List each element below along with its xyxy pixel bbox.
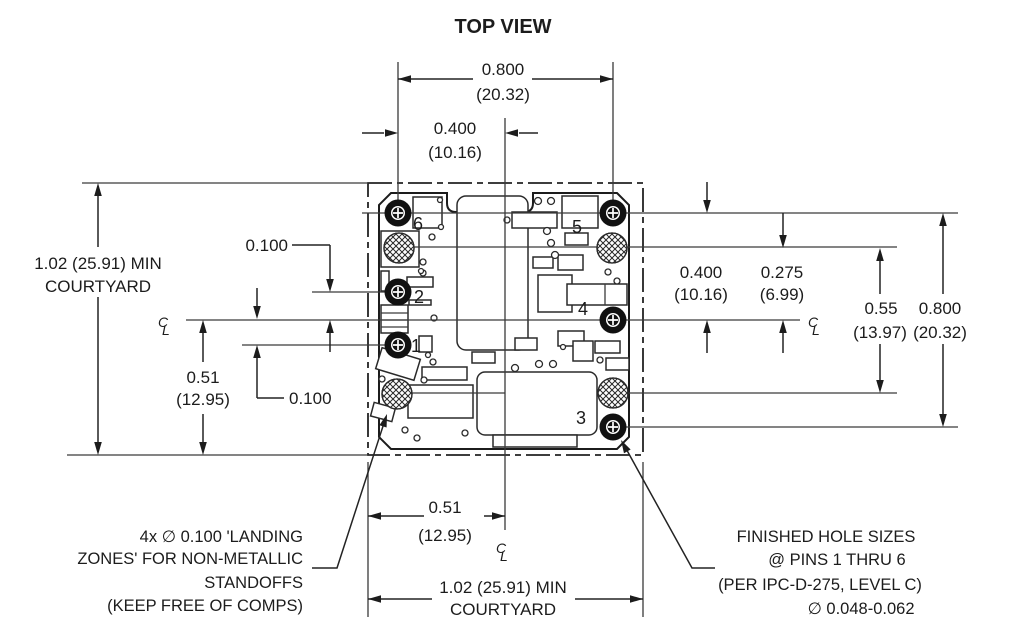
dim-label-mm: (10.16) [428,143,482,162]
dim-label: COURTYARD [450,600,556,619]
dim-right-landing-span: 0.55 (13.97) [853,248,907,393]
component [511,211,558,229]
component [557,254,584,271]
component [561,195,599,229]
pad-pin3 [599,413,627,441]
dim-top-width: 0.800 (20.32) [398,60,613,104]
dim-pin2-offset: 0.100 [245,236,334,352]
pin-label-4: 4 [578,299,588,319]
dim-label: 0.800 [919,299,962,318]
component [605,357,630,371]
pin-label-5: 5 [572,217,582,237]
svg-text:L: L [500,548,508,564]
pad-pin5 [599,199,627,227]
pad-pin1 [384,331,412,359]
dim-left-half: 0.51 (12.95) [176,320,230,455]
pin-label-6: 6 [413,214,423,234]
svg-text:C: C [158,314,169,330]
dim-label: 1.02 (25.91) MIN [439,578,567,597]
pad-group [384,199,627,441]
component [421,366,468,381]
dim-label-mm: (13.97) [853,323,907,342]
leader-hole-sizes [617,438,715,569]
dim-bottom-half: 0.51 (12.95) [368,498,505,545]
note-line: FINISHED HOLE SIZES [737,528,916,546]
dim-right-pin-row: 0.400 (10.16) [674,182,728,353]
dim-label-mm: (10.16) [674,285,728,304]
component [566,283,628,306]
landing-zone-circle [597,377,629,409]
page-title: TOP VIEW [454,16,551,38]
pin-label-3: 3 [576,408,586,428]
component-stacked [380,304,409,334]
dim-label: 0.51 [428,498,461,517]
dim-right-pin-span: 0.800 (20.32) [913,213,967,427]
note-line: STANDOFFS [204,574,303,592]
dim-label: 0.100 [245,236,288,255]
component [532,256,554,269]
pin-labels: 6 5 2 1 4 3 [411,214,588,428]
centerline-icon: C L [158,314,170,338]
component [572,340,594,362]
dim-label-mm: (20.32) [476,85,530,104]
landing-zone-circle [596,232,628,264]
component [407,384,474,419]
component [492,434,578,448]
dim-label: 0.400 [434,119,477,138]
pad-pin4 [599,306,627,334]
dim-label: 0.800 [482,60,525,79]
dim-label: 0.55 [864,299,897,318]
via-group [378,196,621,442]
pin-label-2: 2 [414,287,424,307]
note-line: (KEEP FREE OF COMPS) [107,597,303,615]
dim-pin1-offset: 0.100 [253,288,332,408]
note-landing-zones: 4x ∅ 0.100 'LANDING ZONES' FOR NON-METAL… [77,528,303,615]
component [514,337,538,351]
extension-lines [67,62,958,617]
svg-text:C: C [496,540,507,556]
pin-label-1: 1 [411,336,421,356]
component [408,299,432,306]
note-line: @ PINS 1 THRU 6 [768,551,905,569]
component [406,276,434,288]
dim-bottom-courtyard: 1.02 (25.91) MIN COURTYARD [368,578,643,619]
centerline-icon: C L [808,314,820,338]
pad-pin2 [384,278,412,306]
dim-left-courtyard: 1.02 (25.91) MIN COURTYARD [34,183,162,455]
dim-label: 0.100 [289,389,332,408]
note-line: ZONES' FOR NON-METALLIC [77,550,303,568]
svg-text:C: C [808,314,819,330]
dim-top-half: 0.400 (10.16) [362,119,538,162]
component [564,232,589,246]
leader-landing-zones [312,412,391,569]
dim-right-landing-row: 0.275 (6.99) [760,213,804,353]
note-line: 4x ∅ 0.100 'LANDING [140,528,303,546]
component [594,340,621,354]
centerline-icon: C L [496,540,508,564]
dim-label-mm: (20.32) [913,323,967,342]
dim-label: 0.51 [186,368,219,387]
component [471,351,496,364]
note-line: ∅ 0.048-0.062 [807,600,914,618]
note-line: (PER IPC-D-275, LEVEL C) [718,576,922,594]
landing-zone-circle [381,378,413,410]
pad-pin6 [384,199,412,227]
landing-zone-circle [383,232,415,264]
note-hole-sizes: FINISHED HOLE SIZES @ PINS 1 THRU 6 (PER… [718,528,922,618]
landing-zone-group [381,232,629,410]
dim-label-mm: (6.99) [760,285,804,304]
dim-label: 0.275 [761,263,804,282]
component [418,335,433,353]
svg-text:L: L [162,322,170,338]
dim-label-mm: (12.95) [176,390,230,409]
dim-label: COURTYARD [45,277,151,296]
dim-label: 0.400 [680,263,723,282]
svg-text:L: L [812,322,820,338]
dim-label: 1.02 (25.91) MIN [34,254,162,273]
dim-label-mm: (12.95) [418,526,472,545]
component-transformer [456,195,529,351]
